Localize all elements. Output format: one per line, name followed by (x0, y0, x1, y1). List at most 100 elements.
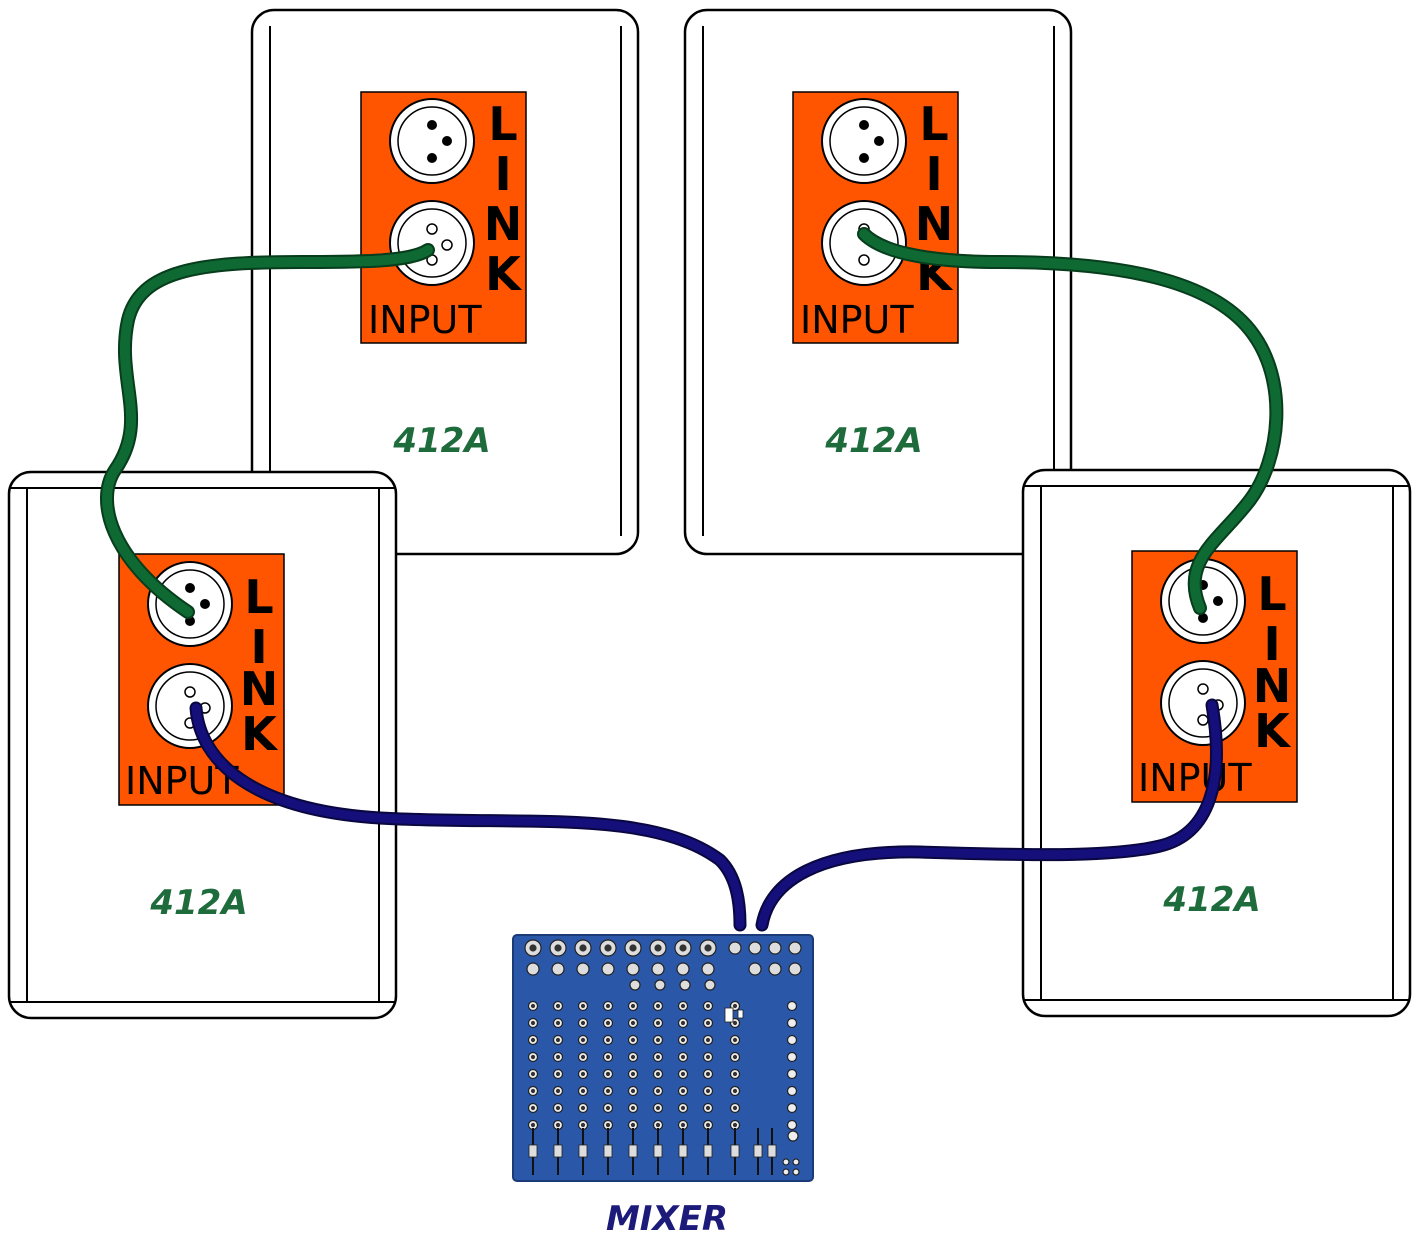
mixer-knob-center (530, 1003, 536, 1009)
link-cable-right (857, 227, 1284, 615)
mixer-knob-center (680, 1071, 686, 1077)
mixer-knob (786, 1034, 798, 1046)
mixer-knob (786, 1119, 798, 1131)
xlr-female-connector-icon[interactable] (389, 98, 475, 184)
mixer-knob-center (630, 1105, 636, 1111)
input-cable-left (189, 701, 747, 932)
mixer-knob-center (732, 1071, 738, 1077)
link-letter: L (1257, 567, 1286, 621)
mixer-knob-center (705, 1071, 711, 1077)
mixer-xlr-pin (679, 944, 687, 952)
link-letter: K (1254, 704, 1292, 758)
mixer-knob-center (732, 1037, 738, 1043)
mixer-jack (654, 979, 666, 991)
mixer-knob-center (655, 1037, 661, 1043)
mixer-knob-center (705, 1054, 711, 1060)
mixer-jack (679, 979, 691, 991)
mixer-jack (651, 962, 665, 976)
mixer-knob-center (530, 1071, 536, 1077)
mixer-fader-cap (578, 1144, 588, 1158)
mixer-jack (601, 962, 615, 976)
mixer-knob-center (580, 1003, 586, 1009)
mixer-jack (768, 962, 782, 976)
mixer-jack (728, 941, 742, 955)
mixer-knob-center (555, 1071, 561, 1077)
mixer-knob-center (555, 1003, 561, 1009)
mixer-knob-center (655, 1020, 661, 1026)
mixer-knob-center (530, 1037, 536, 1043)
mixer-knob-center (705, 1122, 711, 1128)
mixer-label: MIXER (606, 1199, 728, 1238)
mixer-knob-center (705, 1020, 711, 1026)
mixer-knob (787, 1130, 799, 1142)
input-cable-right (755, 698, 1223, 932)
link-letter: K (485, 247, 523, 301)
mixer-knob-center (655, 1003, 661, 1009)
mixer-knob-center (580, 1122, 586, 1128)
link-letter: I (250, 620, 267, 674)
mixer-knob-center (605, 1003, 611, 1009)
speaker-bottom-left: L I N K INPUT 412A (7, 470, 398, 1020)
mixer-xlr-pin (629, 944, 637, 952)
mixer-fader-cap (703, 1144, 713, 1158)
mixer-knob-center (555, 1020, 561, 1026)
mixer-knob (786, 1102, 798, 1114)
mixer-xlr-pin (554, 944, 562, 952)
mixer-knob-center (732, 1054, 738, 1060)
mixer-knob-center (530, 1105, 536, 1111)
mixer-knob (786, 1000, 798, 1012)
mixer-console-icon[interactable] (512, 934, 814, 1182)
xlr-male-connector-icon[interactable] (389, 200, 475, 286)
xlr-female-connector-icon[interactable] (147, 561, 233, 647)
mixer-knob-center (530, 1122, 536, 1128)
speaker-model-label: 412A (149, 883, 247, 923)
link-letter: I (494, 147, 511, 201)
mixer-knob-center (705, 1105, 711, 1111)
xlr-female-connector-icon[interactable] (821, 98, 907, 184)
mixer-knob-center (732, 1105, 738, 1111)
mixer-jack (576, 962, 590, 976)
mixer-jack (792, 1158, 800, 1166)
mixer-controls (524, 939, 802, 1176)
mixer-knob-center (555, 1037, 561, 1043)
mixer-knob-center (680, 1105, 686, 1111)
mixer-knob-center (555, 1122, 561, 1128)
mixer-knob-center (705, 1037, 711, 1043)
mixer-knob-center (555, 1054, 561, 1060)
mixer-jack (629, 979, 641, 991)
mixer-xlr-pin (704, 944, 712, 952)
mixer-knob-center (630, 1071, 636, 1077)
mixer-knob (786, 1017, 798, 1029)
mixer-jack (551, 962, 565, 976)
connector-panel: L I N K INPUT (792, 91, 959, 344)
mixer-knob-center (630, 1088, 636, 1094)
link-cable-left (100, 243, 435, 619)
link-letter: K (241, 707, 279, 761)
mixer-jack (782, 1168, 790, 1176)
mixer-switch (737, 1009, 744, 1019)
input-label: INPUT (368, 298, 482, 342)
mixer-jack (788, 941, 802, 955)
mixer-knob-center (655, 1122, 661, 1128)
xlr-male-connector-icon[interactable] (1160, 660, 1246, 746)
mixer-jack (626, 962, 640, 976)
mixer-knob-center (630, 1020, 636, 1026)
mixer-jack (788, 962, 802, 976)
mixer-knob-center (655, 1071, 661, 1077)
mixer-knob-center (605, 1054, 611, 1060)
mixer-knob-center (605, 1020, 611, 1026)
speaker-top-left: L I N K INPUT 412A (250, 8, 640, 556)
mixer-knob-center (630, 1003, 636, 1009)
mixer-fader-cap (678, 1144, 688, 1158)
speaker-model-label: 412A (824, 421, 922, 461)
mixer-knob-center (605, 1122, 611, 1128)
mixer-fader-cap (653, 1144, 663, 1158)
input-label: INPUT (1138, 756, 1252, 800)
mixer-knob-center (555, 1088, 561, 1094)
mixer-jack (748, 962, 762, 976)
connector-panel: L I N K INPUT (360, 91, 527, 344)
mixer-jack (676, 962, 690, 976)
mixer-knob-center (680, 1122, 686, 1128)
mixer-knob-center (530, 1020, 536, 1026)
mixer-knob (786, 1085, 798, 1097)
